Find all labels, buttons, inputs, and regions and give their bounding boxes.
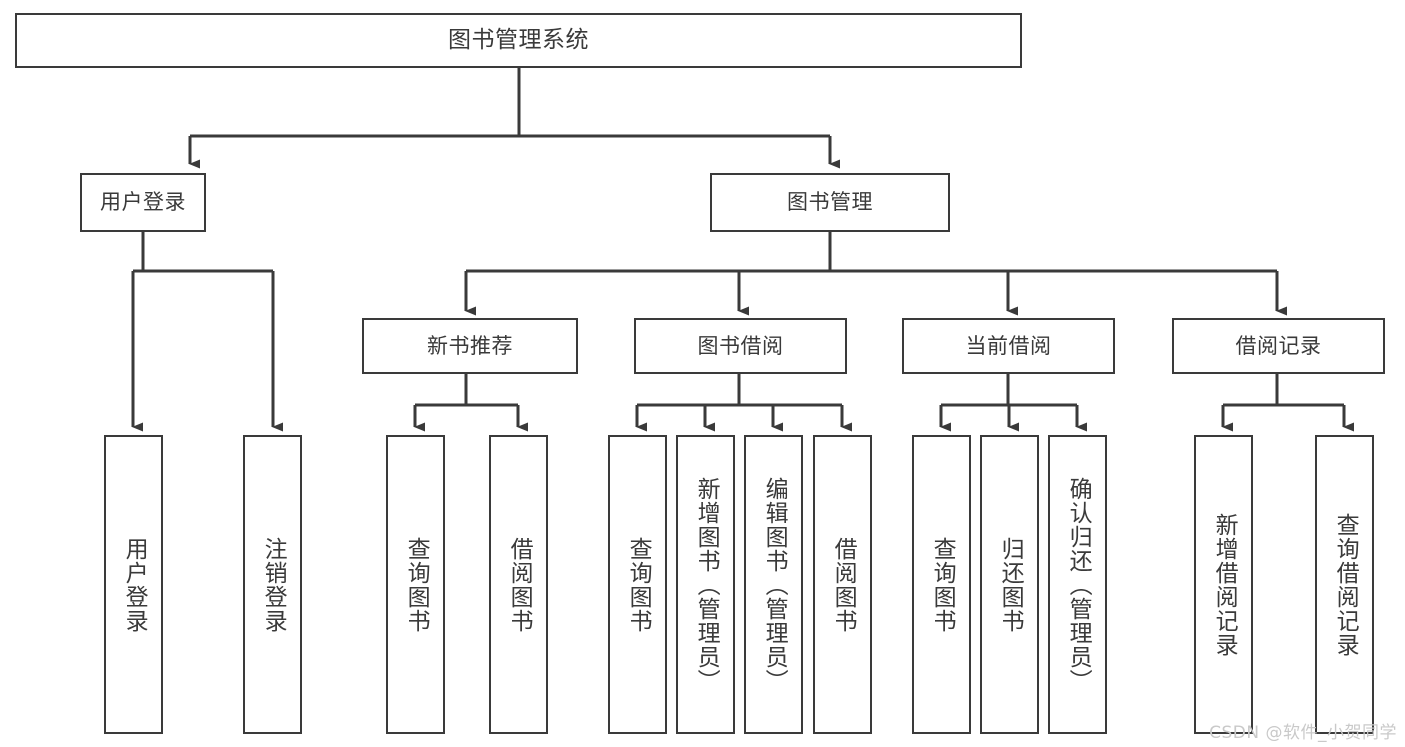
node-label: 图书管理系统 <box>448 27 589 54</box>
node-label: 借阅图书 <box>506 536 533 633</box>
node-label: 借阅图书 <box>830 536 857 633</box>
node-label: 用户登录 <box>100 190 186 215</box>
leaf-record-query[interactable]: 查询借阅记录 <box>1315 435 1374 734</box>
leaf-new-book-borrow[interactable]: 借阅图书 <box>489 435 548 734</box>
node-label: 新书推荐 <box>427 333 513 358</box>
node-label: 用户登录 <box>121 536 148 633</box>
node-label: 图书管理 <box>787 190 873 215</box>
node-label: 注销登录 <box>260 536 287 633</box>
node-new-book-recommend[interactable]: 新书推荐 <box>362 318 578 374</box>
leaf-user-logout[interactable]: 注销登录 <box>243 435 302 734</box>
node-label: 查询图书 <box>625 536 652 633</box>
node-book-borrow[interactable]: 图书借阅 <box>634 318 847 374</box>
leaf-borrow-add-book-admin[interactable]: 新增图书（管理员） <box>676 435 735 734</box>
leaf-current-confirm-return-admin[interactable]: 确认归还（管理员） <box>1048 435 1107 734</box>
leaf-borrow-edit-book-admin[interactable]: 编辑图书（管理员） <box>744 435 803 734</box>
node-current-borrow[interactable]: 当前借阅 <box>902 318 1115 374</box>
node-label: 图书借阅 <box>697 333 784 358</box>
node-label: 查询图书 <box>403 536 430 633</box>
node-label: 编辑图书（管理员） <box>761 476 788 693</box>
node-label: 借阅记录 <box>1235 333 1322 358</box>
leaf-borrow-borrow-book[interactable]: 借阅图书 <box>813 435 872 734</box>
node-book-management[interactable]: 图书管理 <box>710 173 950 232</box>
node-borrow-record[interactable]: 借阅记录 <box>1172 318 1385 374</box>
node-label: 查询借阅记录 <box>1332 512 1359 657</box>
node-label: 新增图书（管理员） <box>693 476 720 693</box>
node-label: 当前借阅 <box>965 333 1052 358</box>
leaf-user-login[interactable]: 用户登录 <box>104 435 163 734</box>
node-label: 确认归还（管理员） <box>1065 476 1092 693</box>
leaf-current-query-book[interactable]: 查询图书 <box>912 435 971 734</box>
node-label: 归还图书 <box>997 536 1024 633</box>
node-label: 新增借阅记录 <box>1211 512 1238 657</box>
leaf-current-return-book[interactable]: 归还图书 <box>980 435 1039 734</box>
leaf-record-add[interactable]: 新增借阅记录 <box>1194 435 1253 734</box>
node-user-login[interactable]: 用户登录 <box>80 173 206 232</box>
leaf-new-book-query[interactable]: 查询图书 <box>386 435 445 734</box>
csdn-watermark: CSDN @软件_小贺同学 <box>1209 723 1397 743</box>
node-root-system[interactable]: 图书管理系统 <box>15 13 1022 68</box>
node-label: 查询图书 <box>929 536 956 633</box>
leaf-borrow-query-book[interactable]: 查询图书 <box>608 435 667 734</box>
